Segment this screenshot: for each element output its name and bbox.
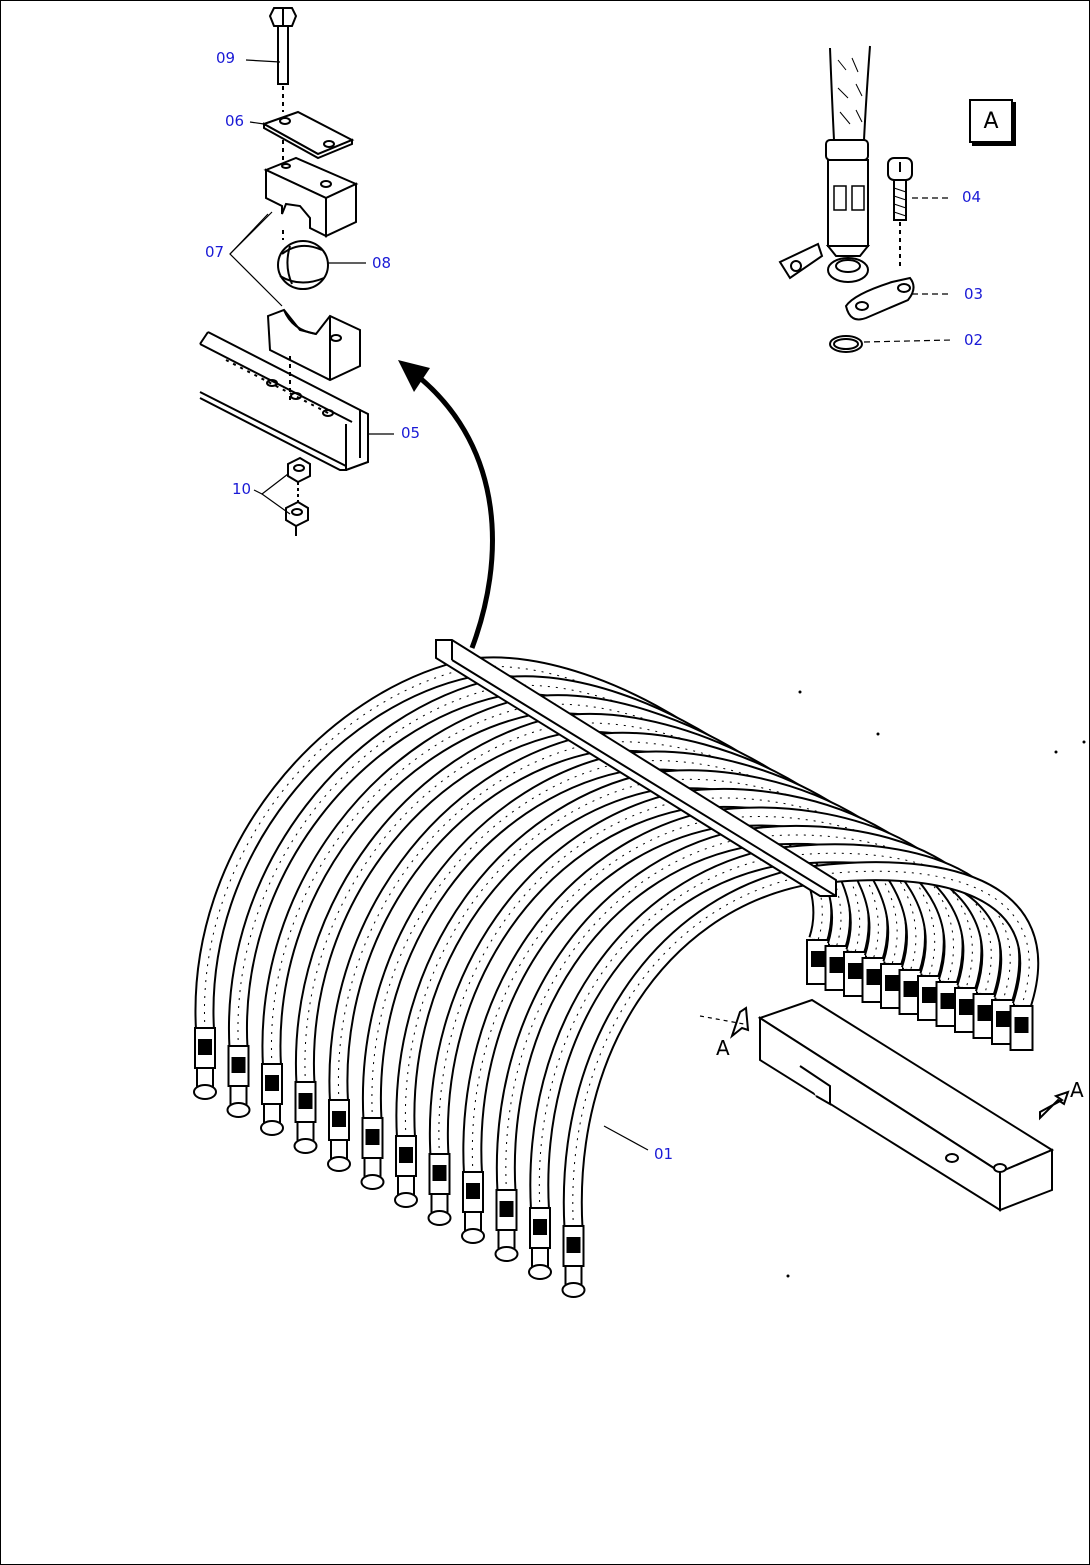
callout-02: 02 bbox=[964, 331, 984, 349]
hose-leader-lines bbox=[603, 1125, 649, 1151]
ball-08 bbox=[277, 230, 329, 290]
scatter-marks bbox=[786, 690, 1086, 1278]
detail-a-view bbox=[778, 45, 915, 353]
hose-fitting bbox=[528, 1207, 552, 1280]
manifold-block bbox=[757, 998, 1055, 1212]
view-tag-a: A bbox=[969, 99, 1013, 143]
mounting-rail bbox=[435, 639, 837, 897]
hose-fitting bbox=[561, 1225, 586, 1298]
hose-fitting bbox=[293, 1081, 318, 1154]
hose-fitting bbox=[327, 1099, 351, 1172]
hose-group bbox=[193, 656, 1040, 1298]
callout-09: 09 bbox=[216, 49, 236, 67]
callout-08: 08 bbox=[372, 254, 392, 272]
callout-01: 01 bbox=[654, 1145, 674, 1163]
hose bbox=[327, 731, 908, 1172]
hose-fitting bbox=[260, 1063, 284, 1136]
hose-fitting bbox=[494, 1189, 519, 1262]
detail-a-leader-lines bbox=[863, 197, 953, 343]
callout-05: 05 bbox=[401, 424, 421, 442]
callout-07: 07 bbox=[205, 243, 225, 261]
hose-fitting bbox=[427, 1153, 452, 1226]
view-arrow-right bbox=[1039, 1090, 1070, 1121]
hose-fitting bbox=[461, 1171, 485, 1244]
nuts-10 bbox=[285, 456, 311, 536]
clamp-leader-lines bbox=[229, 59, 394, 515]
hose-fitting bbox=[360, 1117, 385, 1190]
view-arrow-label-right: A bbox=[1070, 1078, 1084, 1102]
view-arrow-left bbox=[699, 1006, 750, 1039]
upper-clamp-07 bbox=[263, 156, 359, 238]
hose bbox=[561, 861, 1040, 1298]
callout-06: 06 bbox=[225, 112, 245, 130]
hose-assembly bbox=[193, 639, 1070, 1298]
callout-04: 04 bbox=[962, 188, 982, 206]
hose bbox=[226, 675, 851, 1118]
clamp-exploded-view bbox=[199, 7, 369, 536]
hose bbox=[260, 694, 870, 1136]
channel-bracket-05 bbox=[199, 331, 369, 471]
plate-06 bbox=[261, 110, 355, 162]
callout-03: 03 bbox=[964, 285, 984, 303]
hose-fitting bbox=[394, 1135, 418, 1208]
callout-10: 10 bbox=[232, 480, 252, 498]
hose-fitting bbox=[193, 1027, 217, 1100]
lower-clamp-07 bbox=[266, 308, 361, 402]
hose-fitting bbox=[226, 1045, 251, 1118]
bolt-09 bbox=[268, 7, 298, 112]
view-arrow-label-left: A bbox=[716, 1036, 730, 1060]
reference-arrow bbox=[398, 360, 495, 649]
